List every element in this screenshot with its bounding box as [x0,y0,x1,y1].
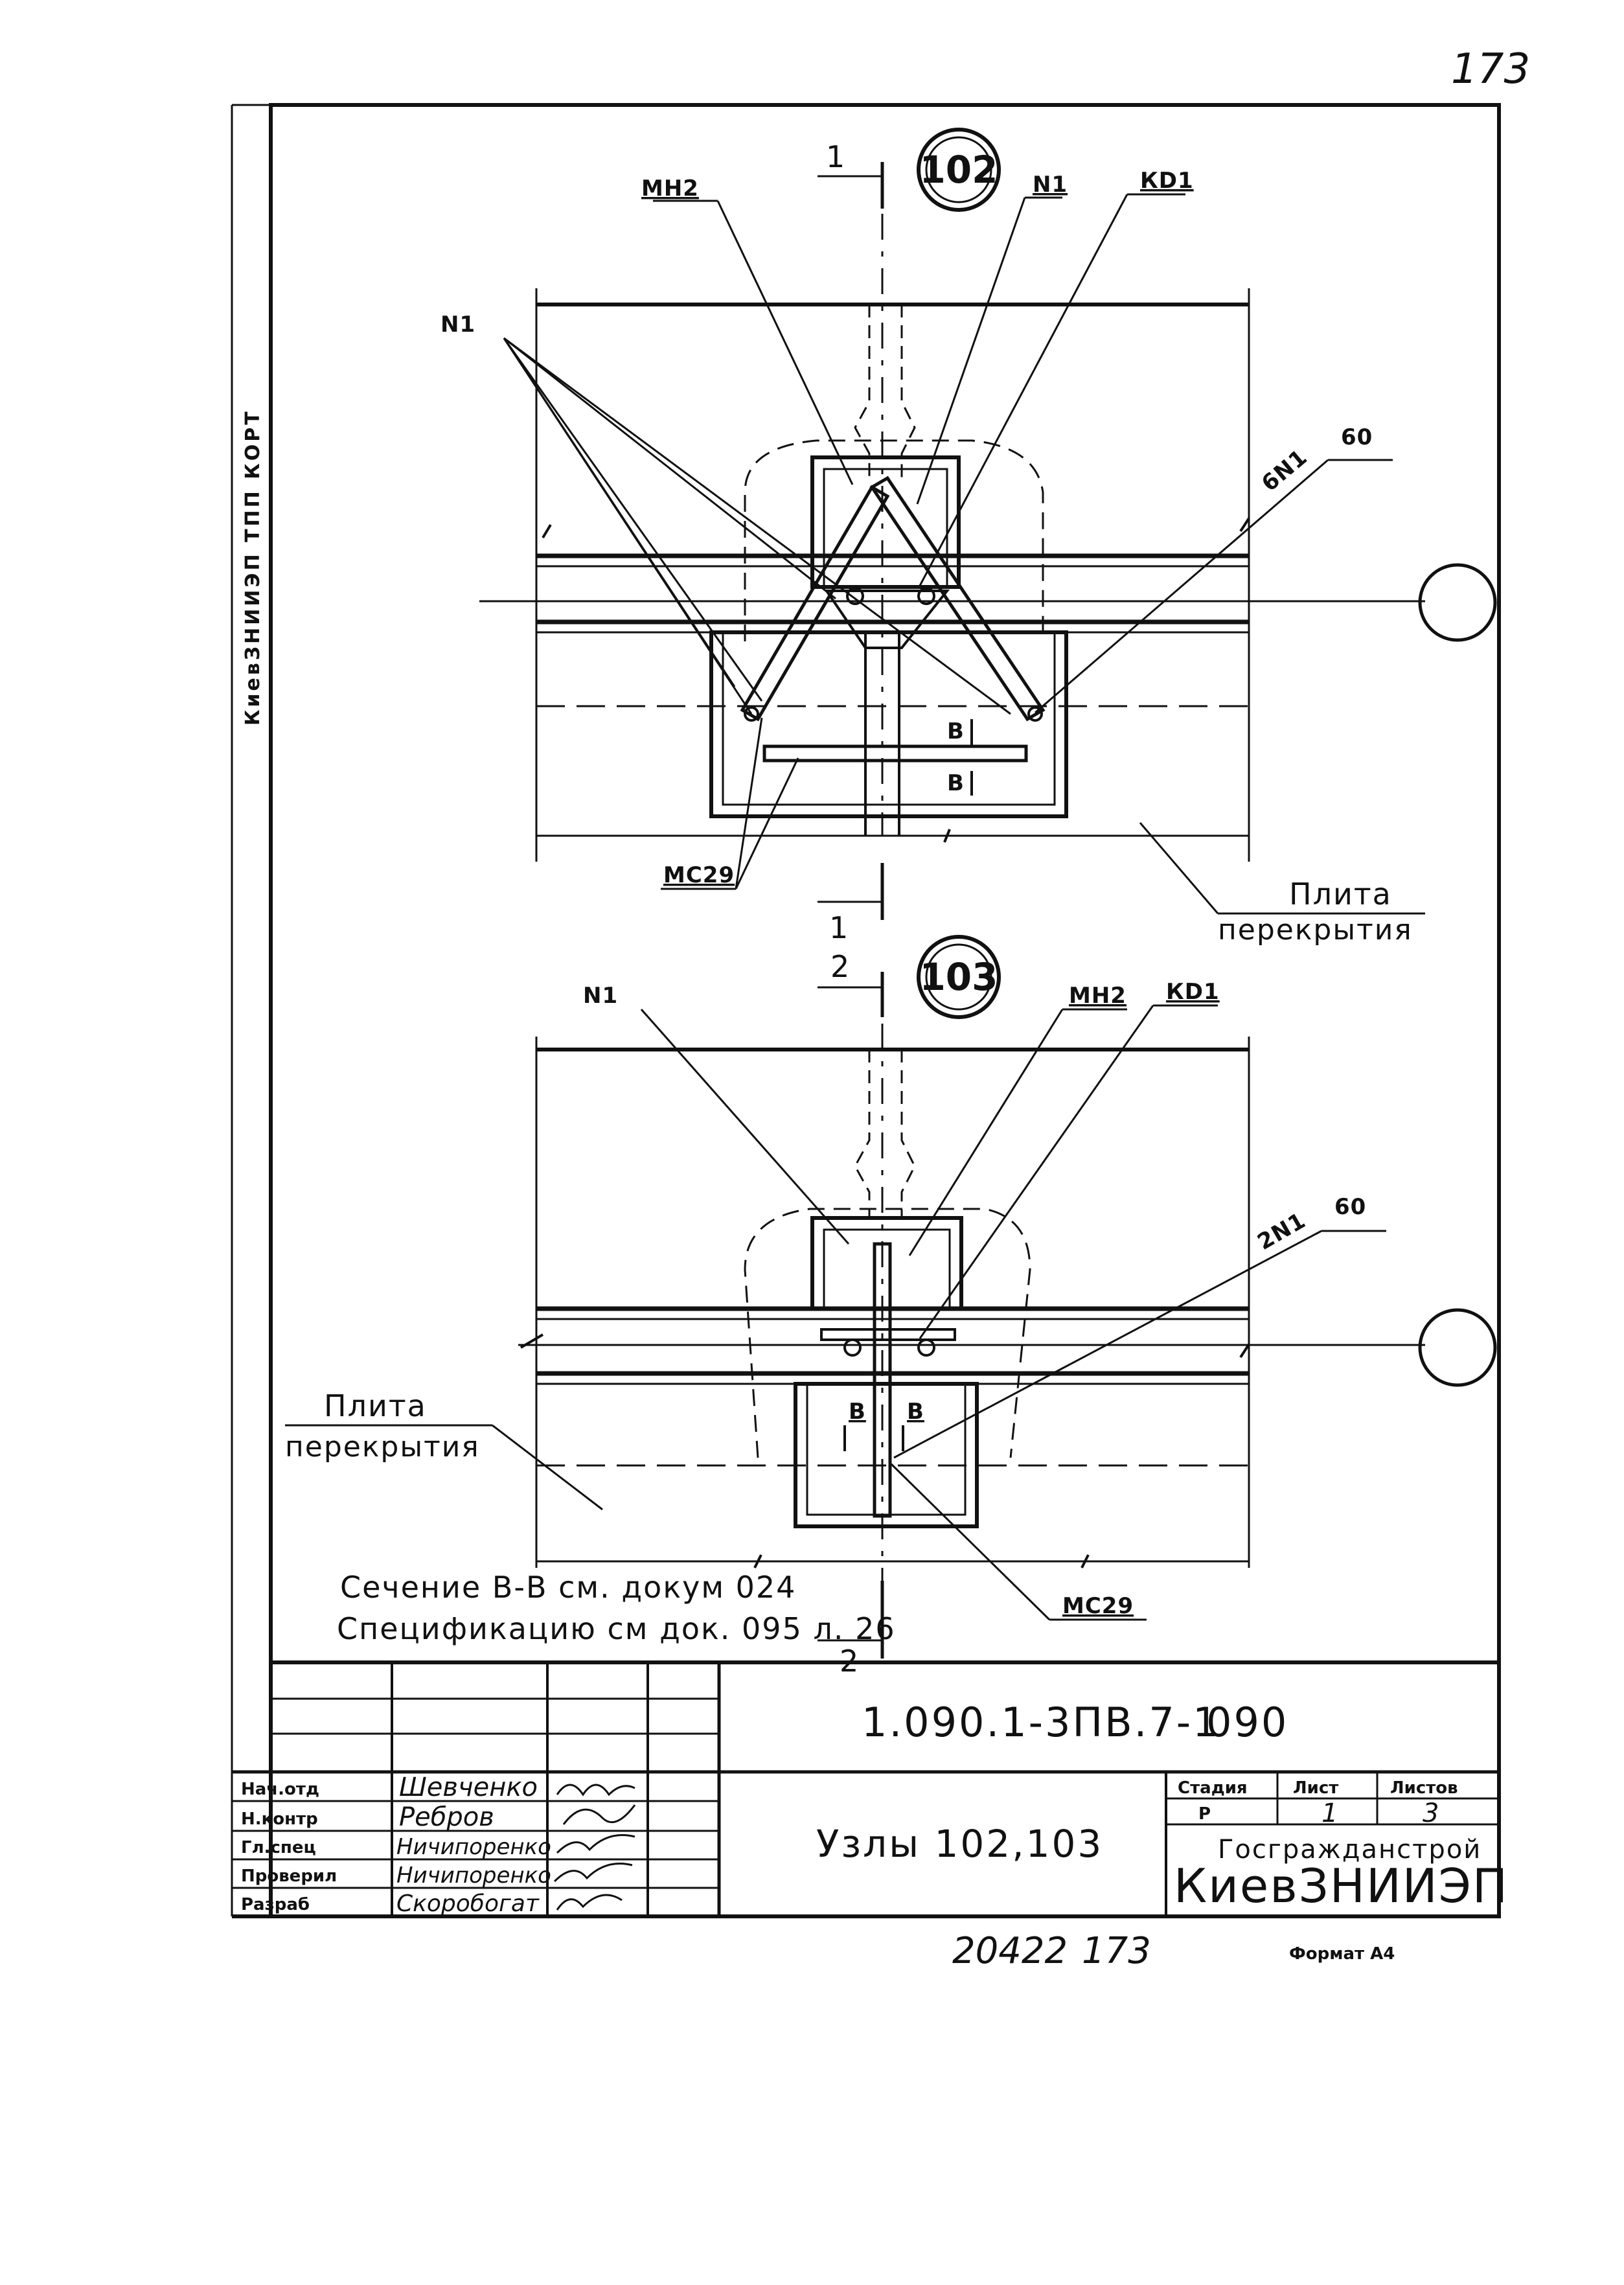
label-103-kd1: КD1 [1166,979,1220,1005]
node-103-drawing: 103 2 [285,935,1497,1679]
leaders-102 [503,193,1425,915]
svg-text:Шевченко: Шевченко [399,1773,538,1802]
label-102-slab-2: перекрытия [1218,913,1413,947]
label-102-n1-left: N1 [440,312,475,338]
svg-text:Разраб: Разраб [241,1895,310,1914]
node-103-marker: 103 [917,935,1001,1019]
label-103-weld-size: 60 [1334,1194,1366,1220]
label-102-mc29: МС29 [663,862,735,888]
label-102-b2: В [947,770,965,796]
note-section: Сечение В-В см. докум 024 [340,1570,796,1605]
section-2-top: 2 [818,949,884,1017]
sheets-value: 3 [1423,1798,1439,1828]
note-specification: Спецификацию см док. 095 л. 26 [337,1611,896,1646]
label-103-mn2: МН2 [1069,983,1127,1009]
signature-row-1: Нач.отд Шевченко [241,1773,635,1802]
svg-text:Скоробогат: Скоробогат [396,1890,540,1917]
svg-text:Ничипоренко: Ничипоренко [396,1863,551,1889]
section-1-top: 1 [818,139,884,209]
label-102-kd1: КD1 [1140,168,1194,194]
label-102-b1: В [947,718,965,744]
label-103-b2: В [907,1399,924,1425]
node-103-number: 103 [919,955,998,999]
svg-text:Нач.отд: Нач.отд [241,1780,319,1799]
svg-text:1: 1 [826,139,846,174]
label-102-weld-size: 60 [1341,424,1373,450]
label-103-n1: N1 [583,983,618,1009]
svg-text:Гл.спец: Гл.спец [241,1838,316,1857]
signature-row-5: Разраб Скоробогат [241,1890,623,1917]
svg-text:Н.контр: Н.контр [241,1809,318,1829]
sheet-value: 1 [1321,1798,1338,1828]
svg-text:1: 1 [829,910,849,945]
side-stamp: КиевЗНИИЭП ТПП КОРТ [242,409,264,726]
sheet-header: Лист [1293,1778,1338,1798]
section-1-bottom: 1 [818,863,884,945]
node-102-marker: 102 [917,128,1001,212]
page-number: 173 [1451,45,1530,93]
label-103-b1: В [849,1399,866,1425]
label-102-weld: 6N1 [1257,444,1312,497]
label-102-n1-top: N1 [1033,172,1068,198]
label-103-slab-2: перекрытия [285,1430,480,1464]
signature-row-2: Н.контр Ребров [241,1802,636,1832]
node-102-number: 102 [919,148,998,192]
svg-text:Ребров: Ребров [399,1802,494,1832]
signature-row-4: Проверил Ничипоренко [241,1863,633,1889]
node-102-drawing: 102 1 [440,128,1497,947]
svg-text:Ничипоренко: Ничипоренко [396,1834,551,1860]
signature-row-3: Гл.спец Ничипоренко [241,1834,635,1860]
doc-code: 1.090.1-3ПВ.7-1 [862,1699,1220,1746]
leaders-103 [285,1004,1386,1621]
label-102-mn2: МН2 [641,176,699,201]
inventory-page: 173 [1082,1930,1151,1972]
inventory-number: 20422 [952,1930,1068,1972]
label-103-mc29: МС29 [1062,1593,1134,1619]
org-name: Госгражданстрой [1218,1835,1481,1865]
label-103-weld: 2N1 [1253,1208,1310,1256]
label-102-slab-1: Плита [1289,877,1392,912]
stage-value: Р [1198,1804,1211,1824]
axis-bubble-103 [1418,1308,1497,1387]
format-label: Формат А4 [1289,1944,1395,1964]
stage-header: Стадия [1178,1778,1248,1798]
svg-text:Проверил: Проверил [241,1866,337,1886]
title-block: 1.090.1-3ПВ.7-1 090 Узлы 102,103 Стадия … [232,1660,1509,1918]
org-institute: КиевЗНИИЭП [1174,1859,1509,1913]
axis-bubble-102 [1418,563,1497,642]
sheets-header: Листов [1390,1778,1458,1798]
drawing-title: Узлы 102,103 [816,1822,1103,1866]
svg-text:2: 2 [830,949,851,984]
sheet-code: 090 [1206,1699,1288,1746]
label-103-slab-1: Плита [324,1388,427,1423]
